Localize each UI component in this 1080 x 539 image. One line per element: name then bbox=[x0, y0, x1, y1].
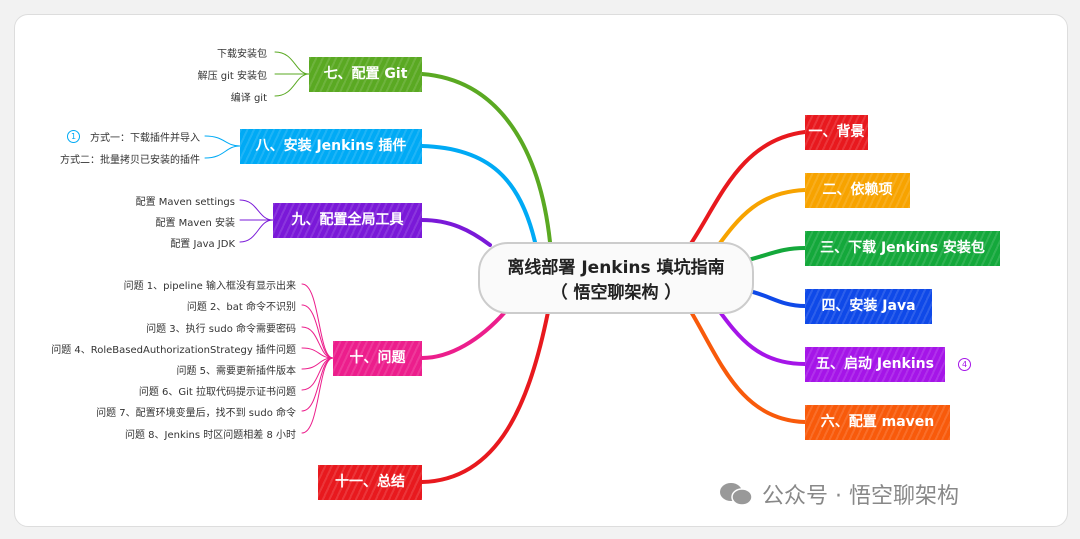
subtopic[interactable]: 问题 5、需要更新插件版本 bbox=[176, 366, 296, 377]
topic-summary[interactable]: 十一、总结 bbox=[318, 465, 422, 500]
topic-configure-git[interactable]: 七、配置 Git bbox=[309, 57, 422, 92]
subtopic[interactable]: 解压 git 安装包 bbox=[197, 71, 267, 82]
subtopic[interactable]: 编译 git bbox=[230, 93, 267, 104]
topic-install-plugins[interactable]: 八、安装 Jenkins 插件 bbox=[240, 129, 422, 164]
subtopic[interactable]: 问题 3、执行 sudo 命令需要密码 bbox=[146, 324, 296, 335]
subtopic[interactable]: 配置 Maven settings bbox=[135, 197, 235, 208]
subtopic[interactable]: 方式二：批量拷贝已安装的插件 bbox=[60, 155, 200, 166]
watermark-text: 公众号 · 悟空聊架构 bbox=[762, 484, 959, 509]
subtopic[interactable]: 配置 Java JDK bbox=[170, 239, 235, 250]
topic-download-jenkins[interactable]: 三、下载 Jenkins 安装包 bbox=[805, 231, 1000, 266]
subtopic[interactable]: 下载安装包 bbox=[217, 49, 267, 60]
marker-badge: 4 bbox=[958, 358, 971, 371]
topic-start-jenkins[interactable]: 五、启动 Jenkins bbox=[805, 347, 945, 382]
topic-dependencies[interactable]: 二、依赖项 bbox=[805, 173, 910, 208]
central-topic-subtitle: （ 悟空聊架构 ） bbox=[550, 283, 682, 303]
subtopic[interactable]: 问题 4、RoleBasedAuthorizationStrategy 插件问题 bbox=[51, 345, 296, 356]
subtopic[interactable]: 方式一：下载插件并导入 bbox=[90, 133, 200, 144]
wechat-icon bbox=[718, 482, 754, 506]
marker-badge: 1 bbox=[67, 130, 80, 143]
topic-install-java[interactable]: 四、安装 Java bbox=[805, 289, 932, 324]
subtopic[interactable]: 配置 Maven 安装 bbox=[155, 218, 235, 229]
subtopic[interactable]: 问题 7、配置环境变量后，找不到 sudo 命令 bbox=[96, 408, 296, 419]
subtopic[interactable]: 问题 6、Git 拉取代码提示证书问题 bbox=[138, 387, 296, 398]
topic-configure-maven[interactable]: 六、配置 maven bbox=[805, 405, 950, 440]
topic-background[interactable]: 一、背景 bbox=[805, 115, 868, 150]
subtopic[interactable]: 问题 1、pipeline 输入框没有显示出来 bbox=[123, 281, 296, 292]
central-topic-title: 离线部署 Jenkins 填坑指南 bbox=[507, 258, 725, 278]
watermark: 公众号 · 悟空聊架构 bbox=[718, 478, 959, 510]
topic-issues[interactable]: 十、问题 bbox=[333, 341, 422, 376]
central-topic[interactable]: 离线部署 Jenkins 填坑指南 （ 悟空聊架构 ） bbox=[478, 242, 754, 314]
subtopic[interactable]: 问题 8、Jenkins 时区问题相差 8 小时 bbox=[125, 430, 296, 441]
topic-global-tools[interactable]: 九、配置全局工具 bbox=[273, 203, 422, 238]
subtopic[interactable]: 问题 2、bat 命令不识别 bbox=[186, 302, 296, 313]
